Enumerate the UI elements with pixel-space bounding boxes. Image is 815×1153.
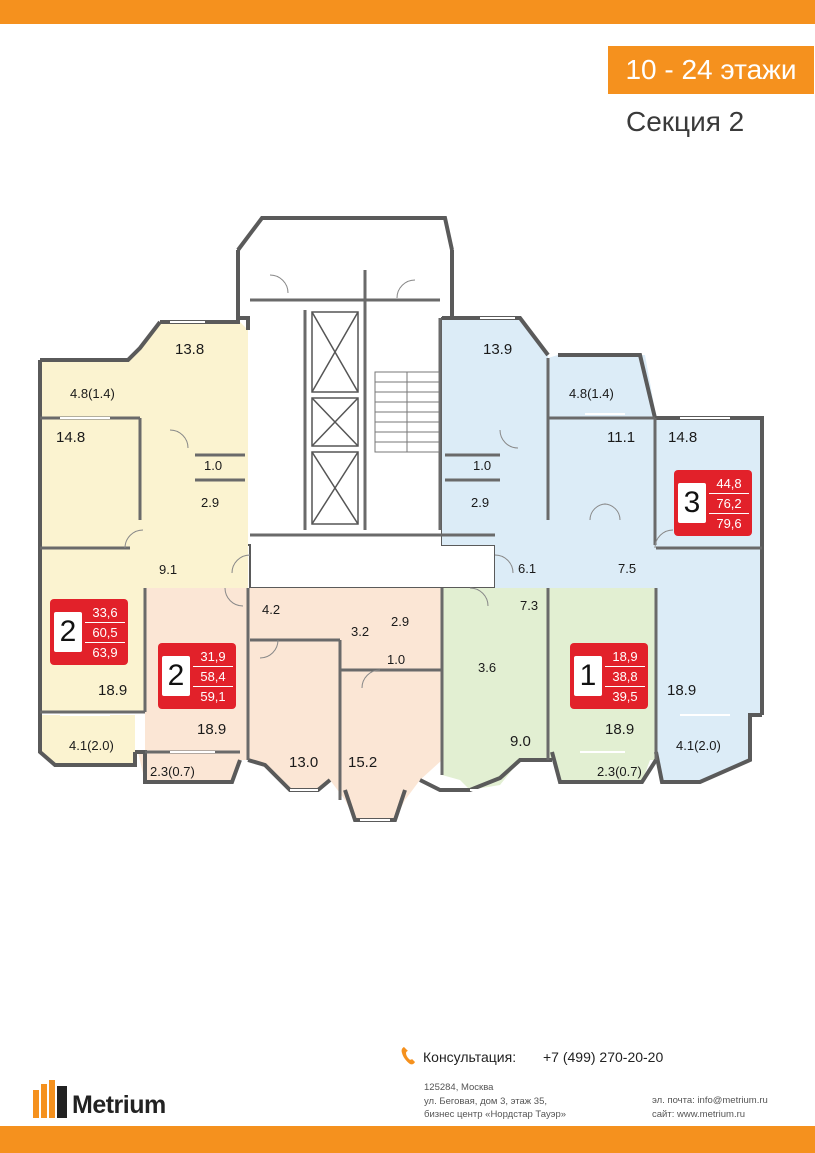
apartment-blue-right <box>442 318 762 782</box>
balcony-area-label: 4.1(2.0) <box>676 738 721 753</box>
room-area-label: 11.1 <box>607 429 636 446</box>
apartment-badge[interactable]: 2 31,9 58,4 59,1 <box>158 643 236 709</box>
room-area-label: 13.9 <box>483 341 513 358</box>
room-area-label: 3.6 <box>478 660 497 675</box>
address-block: 125284, Москва ул. Беговая, дом 3, этаж … <box>424 1081 566 1122</box>
room-area-label: 2.9 <box>471 495 490 510</box>
balcony-area-label: 4.8(1.4) <box>70 386 115 401</box>
top-orange-bar <box>0 0 815 24</box>
room-area-label: 1.0 <box>387 652 406 667</box>
room-area-label: 2.9 <box>201 495 220 510</box>
balcony-area-label: 4.1(2.0) <box>69 738 114 753</box>
address-line: бизнес центр «Нордстар Тауэр» <box>424 1109 567 1120</box>
room-area-label: 6.1 <box>518 561 537 576</box>
room-area-label: 2.9 <box>391 614 410 629</box>
room-area-label: 3.2 <box>351 624 370 639</box>
address-line: ул. Беговая, дом 3, этаж 35, <box>424 1095 547 1107</box>
area-total: 60,5 <box>85 623 125 643</box>
area-living: 31,9 <box>193 647 233 667</box>
room-area-label: 7.5 <box>618 561 637 576</box>
balcony-area-label: 2.3(0.7) <box>150 764 195 779</box>
room-area-label: 18.9 <box>197 721 227 738</box>
room-count: 2 <box>54 612 82 652</box>
room-area-label: 13.0 <box>289 754 319 771</box>
balcony-area-label: 2.3(0.7) <box>597 764 642 779</box>
room-area-label: 18.9 <box>605 721 635 738</box>
apartment-badge[interactable]: 3 44,8 76,2 79,6 <box>674 470 752 536</box>
apartment-peach-center <box>248 588 442 820</box>
room-area-label: 1.0 <box>473 458 492 473</box>
room-area-label: 4.2 <box>262 602 281 617</box>
metrium-logo-text: Metrium <box>72 1091 166 1119</box>
room-count: 3 <box>678 483 706 523</box>
floors-badge: 10 - 24 этажи <box>608 46 814 94</box>
area-total: 58,4 <box>193 667 233 687</box>
consult-label: Консультация: <box>423 1049 517 1065</box>
area-full: 59,1 <box>200 689 226 704</box>
room-area-label: 18.9 <box>98 682 128 699</box>
email-link[interactable]: эл. почта: info@metrium.ru <box>652 1095 768 1106</box>
address-line: 125284, Москва <box>424 1082 494 1093</box>
area-full: 63,9 <box>92 645 118 660</box>
bottom-orange-bar <box>0 1126 815 1153</box>
area-total: 38,8 <box>605 667 645 687</box>
area-total: 76,2 <box>709 494 749 514</box>
area-full: 39,5 <box>612 689 638 704</box>
apartment-badge[interactable]: 1 18,9 38,8 39,5 <box>570 643 648 709</box>
room-area-label: 7.3 <box>520 598 539 613</box>
area-living: 33,6 <box>85 603 125 623</box>
site-link[interactable]: сайт: www.metrium.ru <box>652 1108 746 1120</box>
elevators <box>311 311 359 525</box>
phone-number[interactable]: +7 (499) 270-20-20 <box>543 1049 664 1065</box>
apartment-badge[interactable]: 2 33,6 60,5 63,9 <box>50 599 128 665</box>
staircase <box>374 371 440 453</box>
area-full: 79,6 <box>716 516 742 531</box>
room-area-label: 13.8 <box>175 341 205 358</box>
room-area-label: 1.0 <box>204 458 223 473</box>
room-area-label: 14.8 <box>56 429 86 446</box>
windows <box>60 260 730 821</box>
room-area-label: 18.9 <box>667 682 697 699</box>
room-area-label: 14.8 <box>668 429 698 446</box>
contacts-block: эл. почта: info@metrium.ru сайт: www.met… <box>652 1094 768 1121</box>
area-living: 18,9 <box>605 647 645 667</box>
room-count: 2 <box>162 656 190 696</box>
room-area-label: 9.0 <box>510 733 531 750</box>
phone-icon <box>401 1047 415 1065</box>
area-living: 44,8 <box>709 474 749 494</box>
metrium-logo-icon <box>33 1080 67 1118</box>
room-area-label: 15.2 <box>348 754 378 771</box>
interior-walls <box>40 270 762 800</box>
room-count: 1 <box>574 656 602 696</box>
room-area-label: 9.1 <box>159 562 178 577</box>
door-swings <box>124 274 674 689</box>
section-title: Секция 2 <box>626 106 745 137</box>
balcony-area-label: 4.8(1.4) <box>569 386 614 401</box>
